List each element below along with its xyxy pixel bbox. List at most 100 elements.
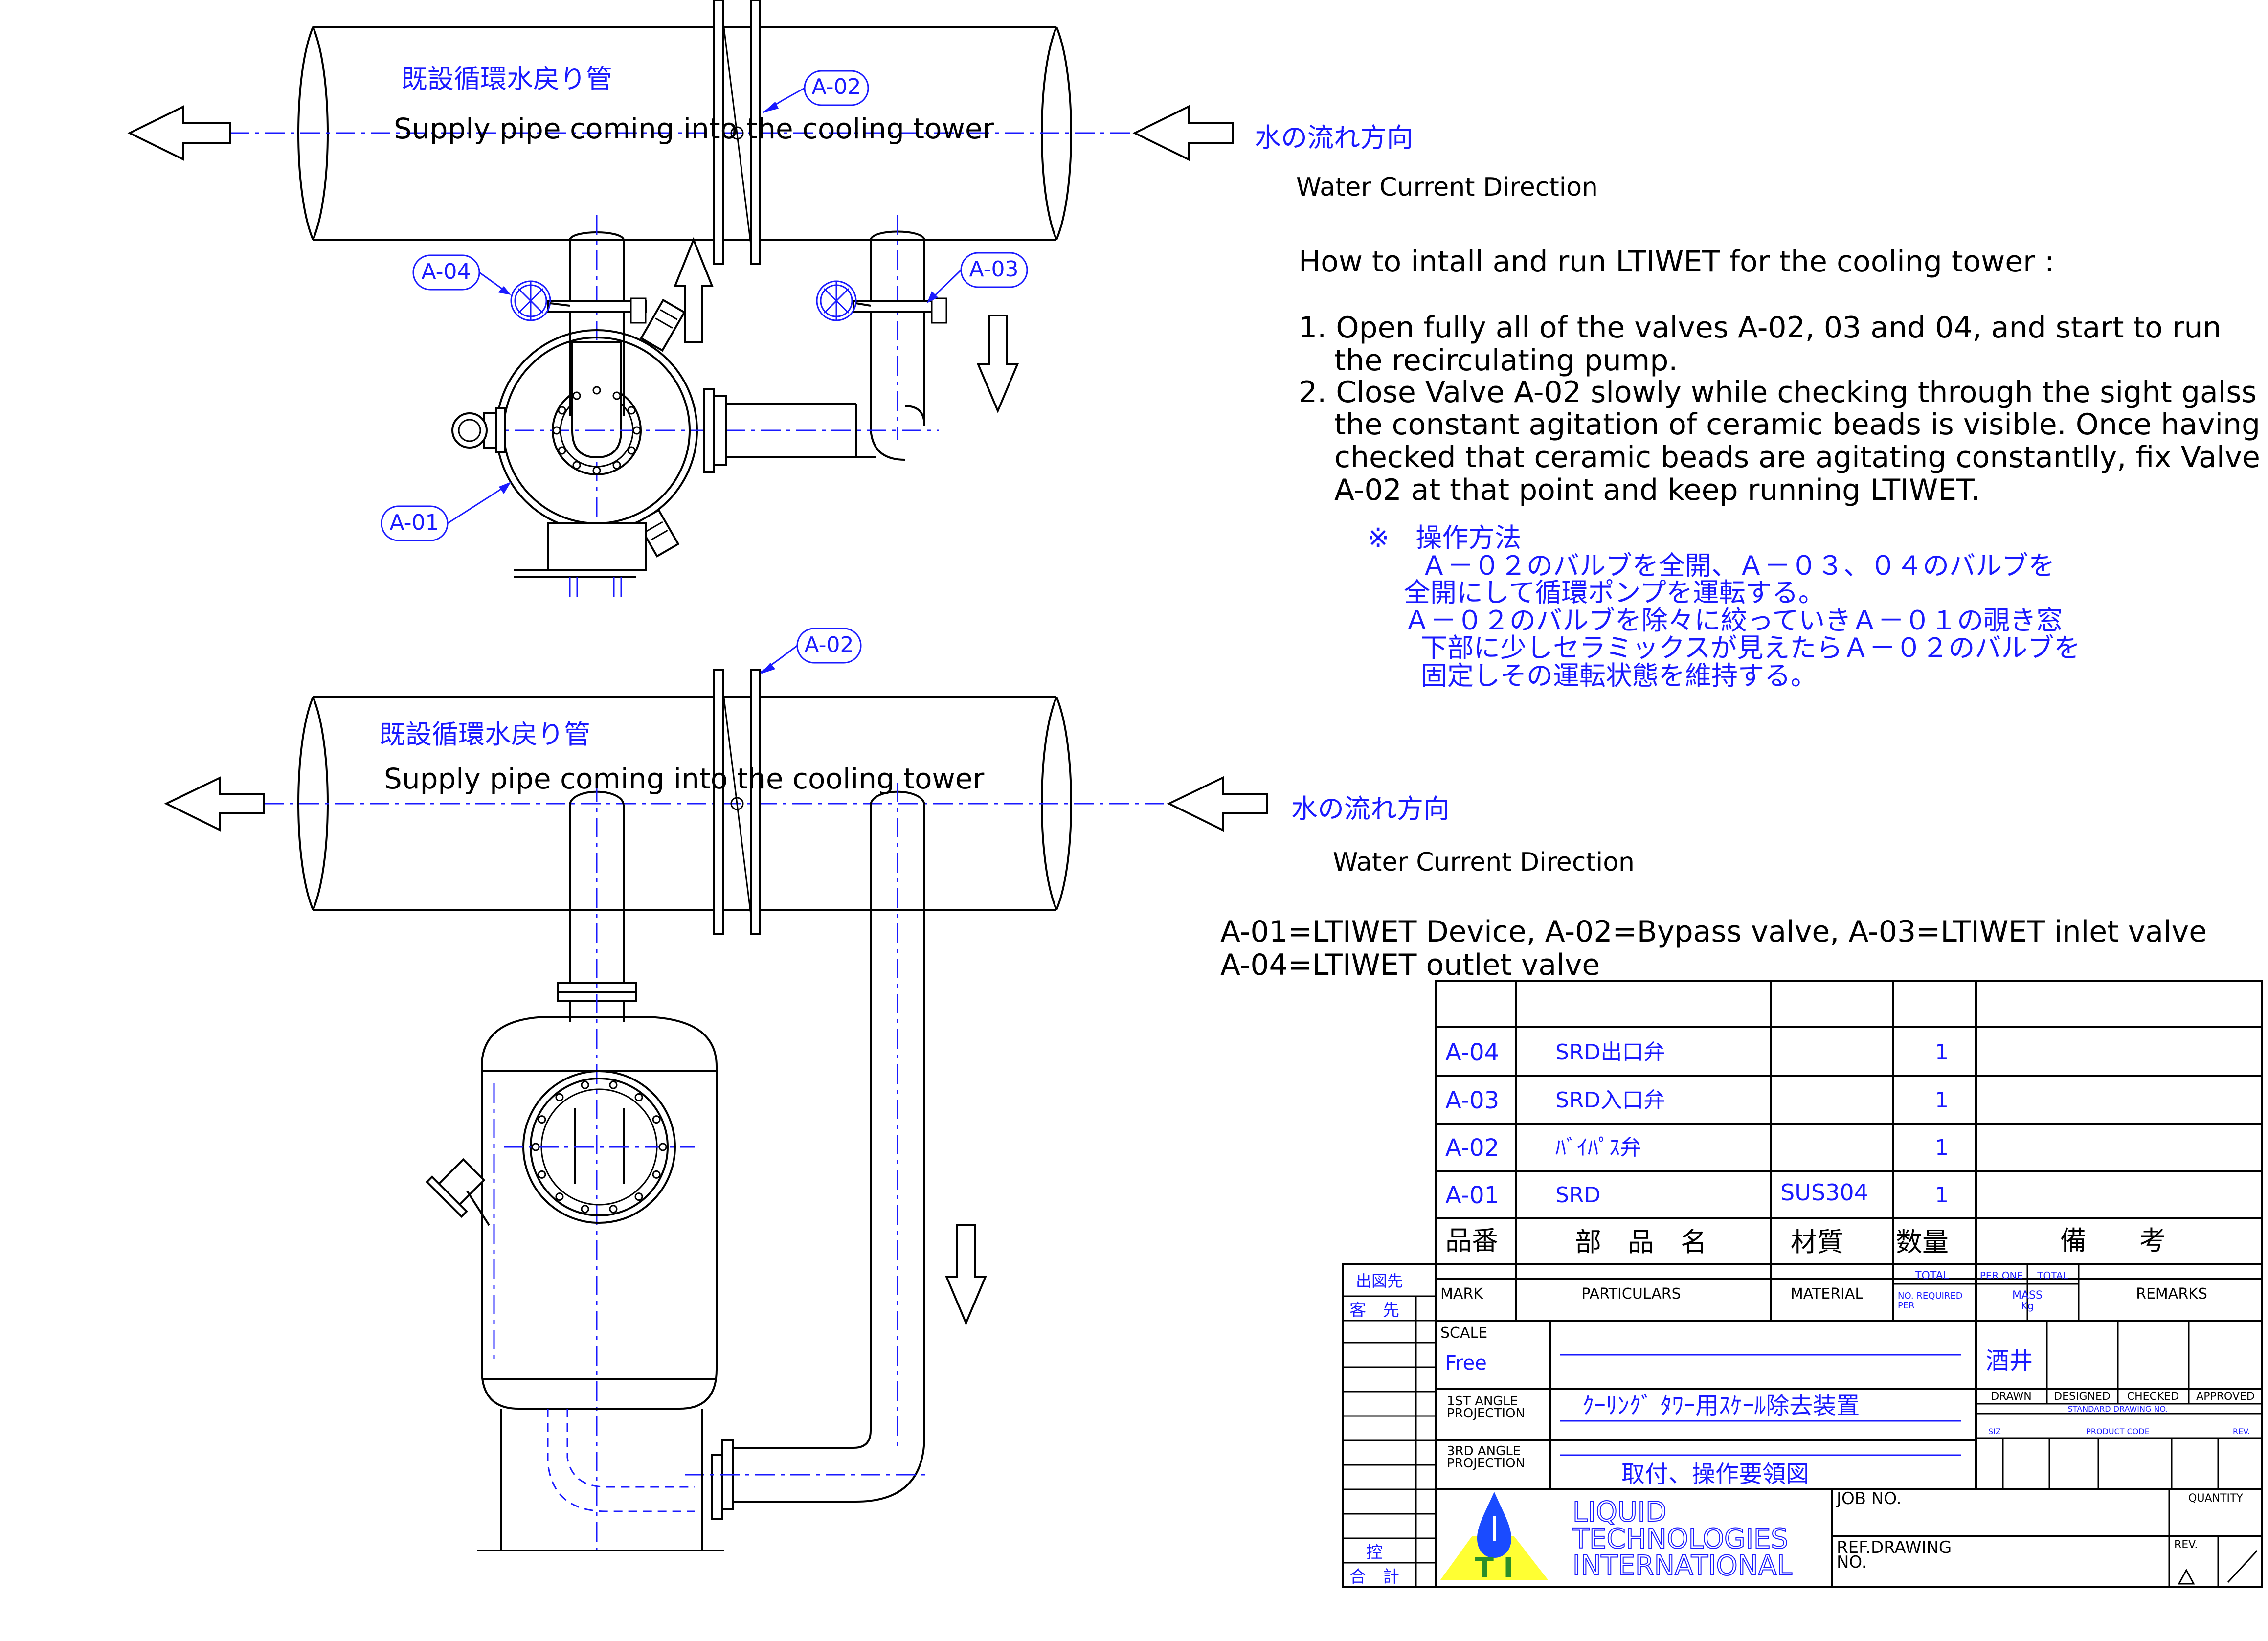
top-jp-pipe-label: 既設循環水戻り管 xyxy=(401,64,612,94)
tag-a02-bottom: A-02 xyxy=(760,628,862,674)
header-jp-remarks: 備 考 xyxy=(2060,1225,2166,1256)
parts-row-qty: 1 xyxy=(1935,1135,1949,1160)
tb-header-total: TOTAL xyxy=(1914,1270,1950,1282)
tb-third-angle-2: PROJECTION xyxy=(1447,1456,1525,1471)
tb-title1: ｸｰﾘﾝｸﾞ ﾀﾜｰ用ｽｹｰﾙ除去装置 xyxy=(1582,1392,1860,1419)
flange-bolt xyxy=(612,461,621,470)
tag-a03-top: A-03 xyxy=(927,252,1028,303)
tb-product-code: PRODUCT CODE xyxy=(2086,1427,2150,1436)
tb-title2: 取付、操作要領図 xyxy=(1621,1461,1809,1488)
tb-approved: APPROVED xyxy=(2196,1391,2255,1403)
legend-line2: A-04=LTIWET outlet valve xyxy=(1220,948,1600,982)
tb-header-per: PER xyxy=(1898,1301,1915,1311)
tag-a04-top: A-04 xyxy=(412,254,511,295)
bottom-flange-bolts xyxy=(531,1080,667,1214)
bottom-view: A-02 既設循環水戻り管 Supply pipe coming into th… xyxy=(164,628,1635,1551)
parts-row-mark: A-02 xyxy=(1445,1134,1499,1162)
tb-checked: CHECKED xyxy=(2127,1391,2179,1403)
jp-instr-line5: 固定しその運転状態を維持する。 xyxy=(1421,660,1817,691)
flange-bolt xyxy=(558,406,566,415)
tb-scale-value: Free xyxy=(1445,1352,1487,1374)
bottom-vessel xyxy=(425,1016,724,1551)
tag-a04-top-text: A-04 xyxy=(422,259,471,284)
company-logo: T I LIQUID TECHNOLOGIES INTERNATIONAL xyxy=(1440,1492,1793,1584)
top-bypass-valve xyxy=(713,0,761,265)
step2-line3: checked that ceramic beads are agitating… xyxy=(1334,440,2260,474)
jp-instr-line4: 下部に少しセラミックスが見えたらＡ－０２のバルブを xyxy=(1421,632,2080,663)
parts-row-material: SUS304 xyxy=(1780,1179,1868,1206)
flange-bolt xyxy=(634,1093,643,1101)
bottom-jp-flow-label: 水の流れ方向 xyxy=(1291,793,1450,824)
flange-bolt xyxy=(538,1115,546,1124)
flange-bolt xyxy=(592,386,601,395)
tb-header-kg: Kg xyxy=(2021,1300,2034,1312)
parts-row-qty: 1 xyxy=(1935,1040,1949,1065)
top-handwheel-a03 xyxy=(816,280,871,321)
instructions-title: How to intall and run LTIWET for the coo… xyxy=(1299,245,2054,279)
instructions: How to intall and run LTIWET for the coo… xyxy=(1299,245,2268,507)
flange-bolt xyxy=(552,426,561,435)
tb-designed: DESIGNED xyxy=(2054,1391,2111,1403)
tb-drawn: DRAWN xyxy=(1991,1391,2031,1403)
jp-instr-heading: ※ 操作方法 xyxy=(1367,522,1521,553)
logo-mark: T I xyxy=(1475,1552,1514,1584)
flange-bolt xyxy=(592,466,601,475)
top-left-flow-arrow xyxy=(127,105,231,161)
header-jp-material: 材質 xyxy=(1791,1227,1843,1258)
top-main-pipe xyxy=(230,26,1140,241)
flange-bolt xyxy=(627,446,636,455)
flange-bolt xyxy=(609,1080,618,1089)
parts-row-mark: A-04 xyxy=(1445,1039,1499,1066)
logo-line1: LIQUID xyxy=(1572,1496,1666,1528)
flange-bolt xyxy=(627,406,636,415)
flange-bolt xyxy=(555,1093,564,1101)
parts-row-mark: A-03 xyxy=(1445,1087,1499,1114)
top-risers xyxy=(569,215,925,548)
bottom-en-flow-label: Water Current Direction xyxy=(1333,848,1635,877)
step2-line4: A-02 at that point and keep running LTIW… xyxy=(1334,473,1980,507)
tb-header-mark: MARK xyxy=(1440,1285,1483,1303)
top-view: A-02 A-04 A-03 A-01 既設循環水戻り管 Supply pipe… xyxy=(127,0,1598,597)
tag-a02-top: A-02 xyxy=(763,70,869,113)
jp-instr-line3: Ａ－０２のバルブを除々に絞っていきＡ－０１の覗き窓 xyxy=(1404,605,2063,636)
tb-header-no-required: NO. REQUIRED xyxy=(1898,1291,1963,1301)
jp-instr-line2: 全開にして循環ポンプを運転する。 xyxy=(1404,577,1825,608)
tb-first-angle-2: PROJECTION xyxy=(1447,1406,1525,1421)
step1-line1: 1. Open fully all of the valves A-02, 03… xyxy=(1299,311,2222,345)
top-handwheel-a04 xyxy=(510,280,570,321)
flange-bolt xyxy=(652,1170,661,1179)
tb-first-angle-1: 1ST ANGLE xyxy=(1447,1394,1518,1409)
tag-a02-top-text: A-02 xyxy=(812,74,861,99)
bottom-en-pipe-label: Supply pipe coming into the cooling towe… xyxy=(384,762,985,795)
tag-a01-top: A-01 xyxy=(381,482,511,541)
top-right-flow-arrow xyxy=(1132,105,1234,161)
jp-instructions: ※ 操作方法 Ａ－０２のバルブを全開、Ａ－０３、０４のバルブを 全開にして循環ポ… xyxy=(1367,522,2080,691)
bottom-bypass-valve xyxy=(713,669,761,935)
legend: A-01=LTIWET Device, A-02=Bypass valve, A… xyxy=(1220,915,2207,982)
flange-bolt xyxy=(609,1205,618,1214)
top-down-arrow xyxy=(976,315,1019,414)
tb-kyakusaki: 客 先 xyxy=(1349,1301,1399,1320)
tb-job-no: JOB NO. xyxy=(1836,1489,1902,1508)
tb-header-material: MATERIAL xyxy=(1791,1285,1864,1303)
title-block xyxy=(1342,1263,2263,1588)
bottom-main-pipe xyxy=(264,696,1179,911)
header-jp-mark: 品番 xyxy=(1445,1225,1498,1256)
flange-bolt xyxy=(555,1192,564,1201)
bottom-down-arrow xyxy=(944,1224,988,1326)
flange-bolt xyxy=(581,1205,589,1214)
flange-bolt xyxy=(634,1192,643,1201)
tb-third-angle-1: 3RD ANGLE xyxy=(1447,1444,1521,1459)
parts-row-mark: A-01 xyxy=(1445,1182,1499,1209)
tb-shutsuzu: 出図先 xyxy=(1356,1272,1403,1290)
top-up-arrow xyxy=(674,237,714,343)
flange-bolt xyxy=(531,1143,540,1151)
flange-bolt xyxy=(538,1170,546,1179)
tb-header-particulars: PARTICULARS xyxy=(1581,1285,1681,1303)
legend-line1: A-01=LTIWET Device, A-02=Bypass valve, A… xyxy=(1220,915,2207,949)
